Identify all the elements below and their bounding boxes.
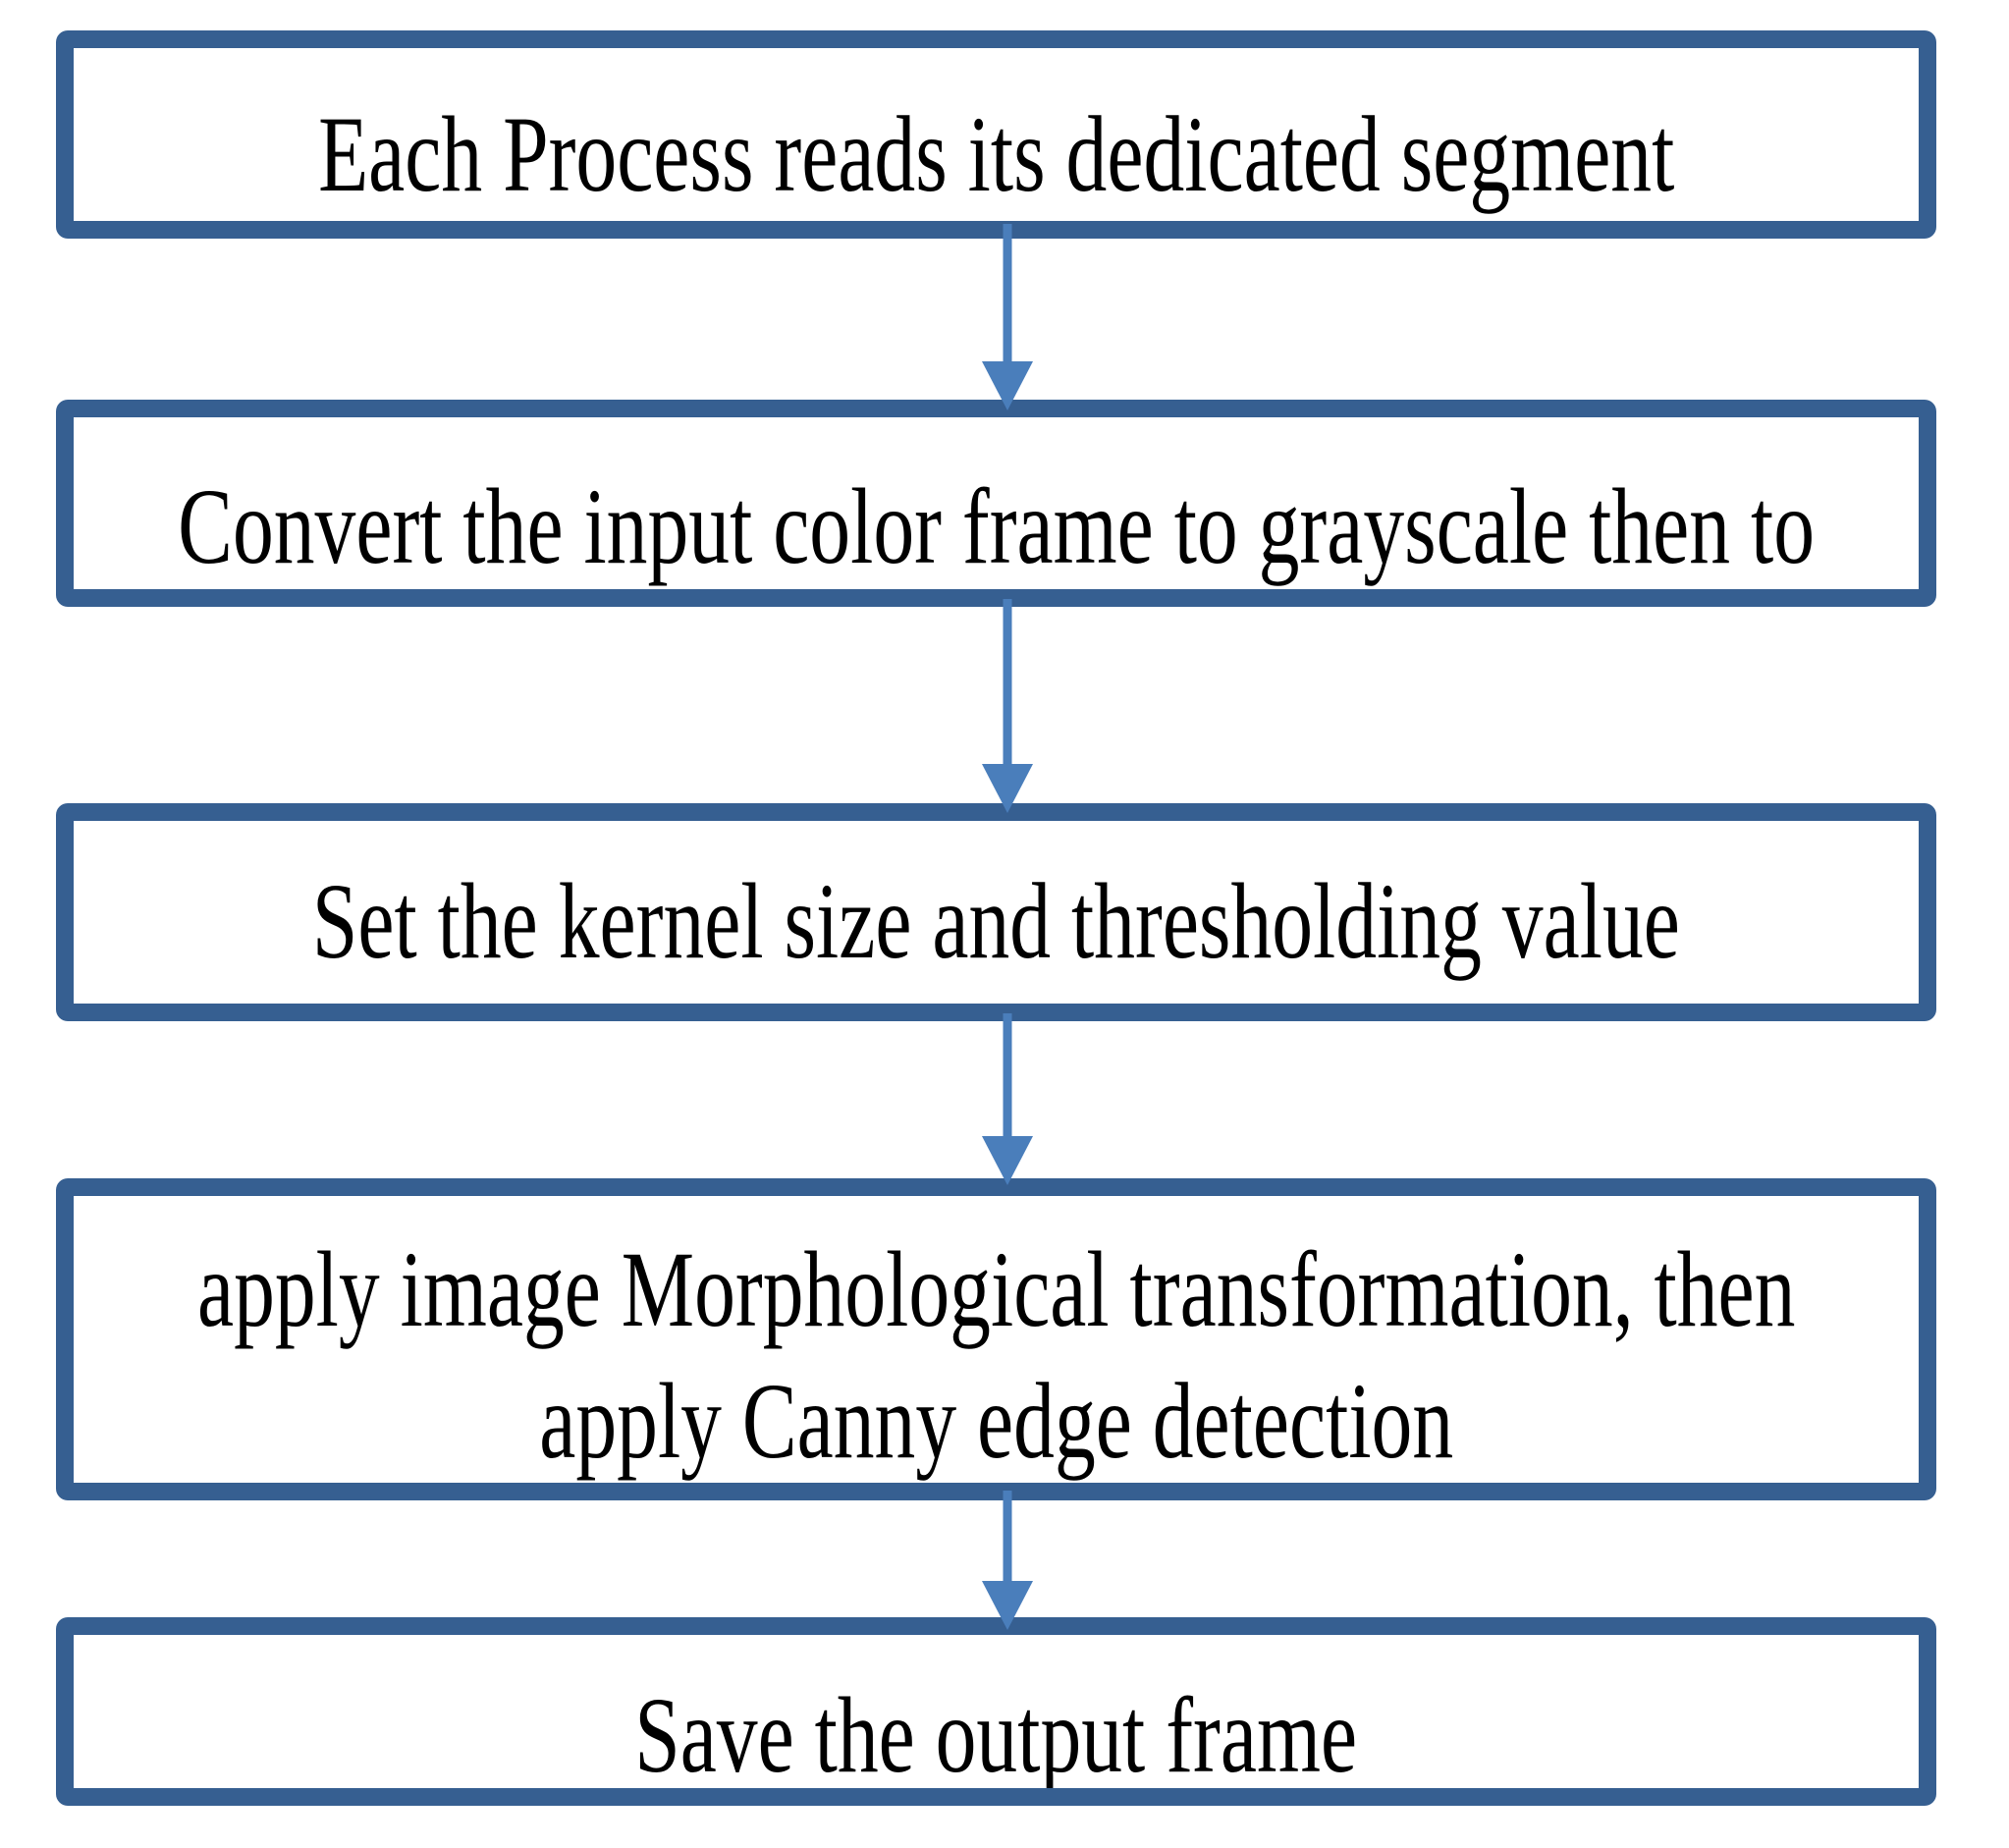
flow-node-step-5: Save the output frame <box>56 1617 1936 1806</box>
flow-node-step-4: apply image Morphological transformation… <box>56 1178 1936 1500</box>
label-line: apply Canny edge detection <box>539 1361 1453 1481</box>
flow-node-step-2: Convert the input color frame to graysca… <box>56 400 1936 607</box>
flow-arrow-step-2-to-step-3 <box>978 599 1037 813</box>
flow-node-step-3: Set the kernel size and thresholding val… <box>56 803 1936 1021</box>
arrow-shaft <box>1003 1013 1012 1142</box>
flow-arrow-step-1-to-step-2 <box>978 224 1037 410</box>
flow-node-label: Convert the input color frame to graysca… <box>178 461 1815 589</box>
label-line: Save the output frame <box>634 1674 1358 1795</box>
flow-arrow-step-4-to-step-5 <box>978 1491 1037 1630</box>
flow-node-label: Set the kernel size and thresholding val… <box>312 855 1680 987</box>
flow-node-step-1: Each Process reads its dedicated segment <box>56 30 1936 239</box>
flow-node-label: Each Process reads its dedicated segment <box>318 88 1674 220</box>
flow-node-label: Save the output frame <box>634 1669 1358 1795</box>
arrow-head-icon <box>982 1136 1033 1185</box>
label-line: Convert the input color frame to graysca… <box>178 466 1815 587</box>
arrow-shaft <box>1003 599 1012 770</box>
arrow-shaft <box>1003 1491 1012 1587</box>
arrow-head-icon <box>982 1581 1033 1630</box>
label-line: Each Process reads its dedicated segment <box>317 93 1675 214</box>
arrow-head-icon <box>982 764 1033 813</box>
arrow-shaft <box>1003 224 1012 367</box>
arrow-head-icon <box>982 361 1033 410</box>
label-line: Set the kernel size and thresholding val… <box>312 860 1680 981</box>
label-line: apply image Morphological transformation… <box>196 1228 1796 1349</box>
flow-arrow-step-3-to-step-4 <box>978 1013 1037 1185</box>
flow-node-label: apply image Morphological transformation… <box>196 1223 1796 1483</box>
